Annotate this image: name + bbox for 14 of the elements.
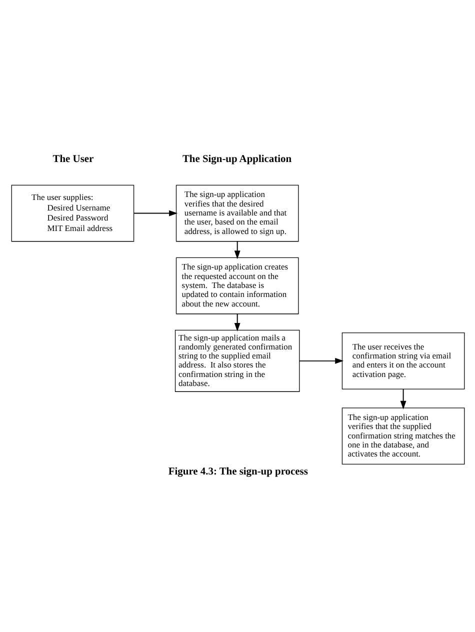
- node-box: The sign-up application creates the requested account on the system. The database is updated to contain information about the new account.: [175, 256, 298, 314]
- arrow: [234, 240, 240, 259]
- node-box: The sign-up application verifies that the desired username is available and that the user, based on the email address, is allowed to sign up.: [175, 184, 298, 242]
- node-box: The sign-up application verifies that the supplied confirmation string matches the one in the database, and activates the account.: [341, 407, 464, 464]
- node-box: The sign-up application mails a randomly generated confirmation string to the supplied email address. It also stores the confirmation string in the database.: [174, 329, 300, 392]
- arrow: [298, 357, 344, 364]
- label: The Sign-up Application: [182, 154, 292, 165]
- node-box: The user receives the confirmation string via email and enters it on the account activation page.: [341, 332, 464, 389]
- caption: Figure 4.3: The sign-up process: [168, 466, 308, 477]
- label: The User: [52, 154, 94, 165]
- arrow: [234, 312, 240, 332]
- arrow: [400, 388, 406, 409]
- arrow: [132, 210, 178, 216]
- node-box: The user supplies: Desired Username Desired Password MIT Email address: [10, 184, 134, 242]
